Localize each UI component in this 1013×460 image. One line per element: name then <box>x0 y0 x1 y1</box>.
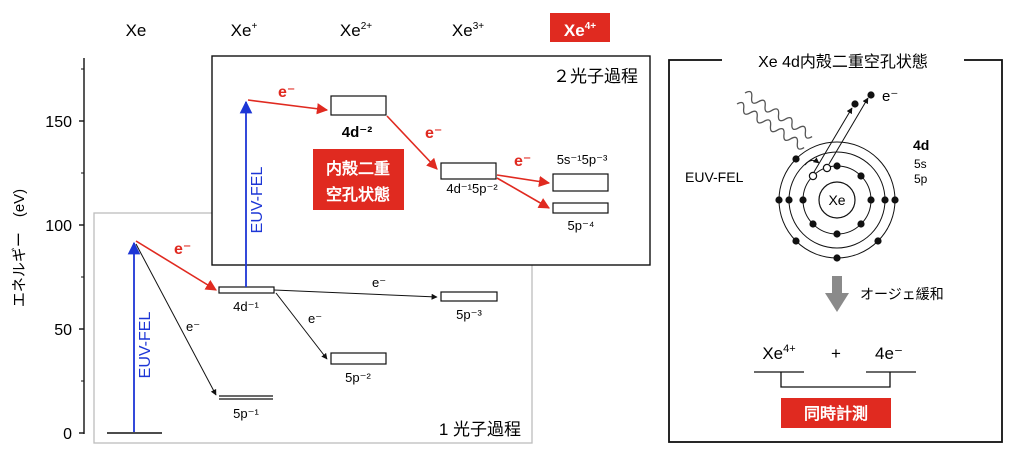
double-core-hole-inset: Xe 4d内殻二重空孔状態 EUV-FEL Xe e⁻ 4d <box>668 48 1003 443</box>
photoelectron-label-2: e⁻ <box>278 84 295 101</box>
level-5p-3-label: 5p⁻³ <box>456 307 482 322</box>
shell-label-5p: 5p <box>914 172 928 186</box>
level-5s-1-5p-3-label: 5s⁻¹5p⁻³ <box>557 152 608 167</box>
one-photon-title: 1 光子過程 <box>439 420 521 439</box>
coincidence-badge <box>781 398 891 428</box>
nucleus <box>818 181 856 219</box>
auger-label-5p3: e⁻ <box>372 275 386 290</box>
two-photon-process: ２光子過程 EUV-FEL e⁻ 4d⁻² 内殻二重 空孔状態 e⁻ 4d⁻¹5… <box>211 55 651 287</box>
auger-arrow-s1p3 <box>496 174 551 188</box>
level-5p-4-label: 5p⁻⁴ <box>568 218 595 233</box>
shell-label-4d: 4d <box>913 137 929 153</box>
photoelectron-arrow-1 <box>135 240 217 291</box>
nucleus-label: Xe <box>828 192 845 208</box>
auger-label-5p2: e⁻ <box>308 311 322 326</box>
level-4d-2 <box>330 95 387 116</box>
y-tick-label-50: 50 <box>54 322 72 339</box>
y-axis-label: エネルギー (eV) <box>11 189 28 307</box>
level-4d-2-label: 4d⁻² <box>342 124 372 141</box>
charge-state-4-highlight <box>550 13 610 42</box>
level-4d-1-5p-2 <box>440 162 497 180</box>
double-core-hole-badge-line2: 空孔状態 <box>326 185 390 204</box>
level-4d-1-5p-2-label: 4d⁻¹5p⁻² <box>446 181 498 196</box>
euv-photon-wave-1 <box>736 101 805 150</box>
coincidence-badge-label: 同時計測 <box>804 404 868 423</box>
product-electrons: 4e⁻ <box>875 344 903 363</box>
auger-down-arrow-head <box>825 293 849 312</box>
inset-title: Xe 4d内殻二重空孔状態 <box>758 53 928 71</box>
ejected-arrow-2 <box>828 97 869 165</box>
auger-arrow-d1p2 <box>386 115 438 170</box>
charge-state-2: Xe2+ <box>340 21 372 40</box>
charge-state-3: Xe3+ <box>452 21 484 40</box>
charge-state-4: Xe4+ <box>564 21 596 40</box>
photoelectron-label-5p1: e⁻ <box>186 319 200 334</box>
inset-box <box>668 59 1003 443</box>
inset-euv-label: EUV-FEL <box>685 169 744 185</box>
level-5p-2 <box>330 352 387 365</box>
auger-down-arrow-shaft <box>832 276 842 294</box>
level-5p-3 <box>440 291 498 302</box>
photoelectron-arrow-5p1 <box>135 243 217 396</box>
level-4d-1-label: 4d⁻¹ <box>233 299 259 314</box>
product-ion: Xe4+ <box>762 343 795 363</box>
y-tick-label-0: 0 <box>63 426 72 443</box>
y-tick-label-100: 100 <box>45 218 72 235</box>
photoelectron-label-1: e⁻ <box>174 241 191 258</box>
charge-state-0: Xe <box>126 21 147 40</box>
charge-state-1: Xe+ <box>231 21 258 40</box>
two-photon-title: ２光子過程 <box>553 67 638 86</box>
euv-fel-label-1: EUV-FEL <box>137 312 154 379</box>
euv-photon-wave-2 <box>744 90 813 139</box>
level-5p-1-label: 5p⁻¹ <box>233 406 259 421</box>
level-4d-1 <box>218 286 275 294</box>
inset-electron-label: e⁻ <box>882 88 898 105</box>
level-5p-2-label: 5p⁻² <box>345 370 371 385</box>
energy-axis: 0 50 100 150 エネルギー (eV) <box>11 58 85 443</box>
euv-fel-label-2: EUV-FEL <box>249 167 266 234</box>
product-plus: + <box>831 344 841 363</box>
photoelectron-arrow-2 <box>247 99 329 115</box>
auger-arrow-p4 <box>496 177 550 209</box>
auger-label-s1p3: e⁻ <box>514 153 531 170</box>
auger-arrow-5p3 <box>273 289 438 300</box>
core-hole-1 <box>808 171 818 181</box>
auger-curl-arrow <box>804 157 820 166</box>
level-5p-4 <box>552 202 609 214</box>
double-core-hole-badge <box>313 149 404 210</box>
ejected-arrow-1 <box>813 107 853 173</box>
auger-label-d1p2: e⁻ <box>425 125 442 142</box>
auger-relaxation-label: オージェ緩和 <box>860 286 944 302</box>
charge-state-header: Xe Xe+ Xe2+ Xe3+ Xe4+ <box>126 13 610 42</box>
shell-label-5s: 5s <box>914 157 927 171</box>
y-tick-label-150: 150 <box>45 114 72 131</box>
electrons <box>775 155 899 262</box>
core-hole-2 <box>822 163 832 173</box>
double-core-hole-badge-line1: 内殻二重 <box>326 159 390 178</box>
coincidence-bracket <box>780 372 891 388</box>
level-5s-1-5p-3 <box>552 173 609 192</box>
auger-arrow-5p2 <box>275 292 328 360</box>
